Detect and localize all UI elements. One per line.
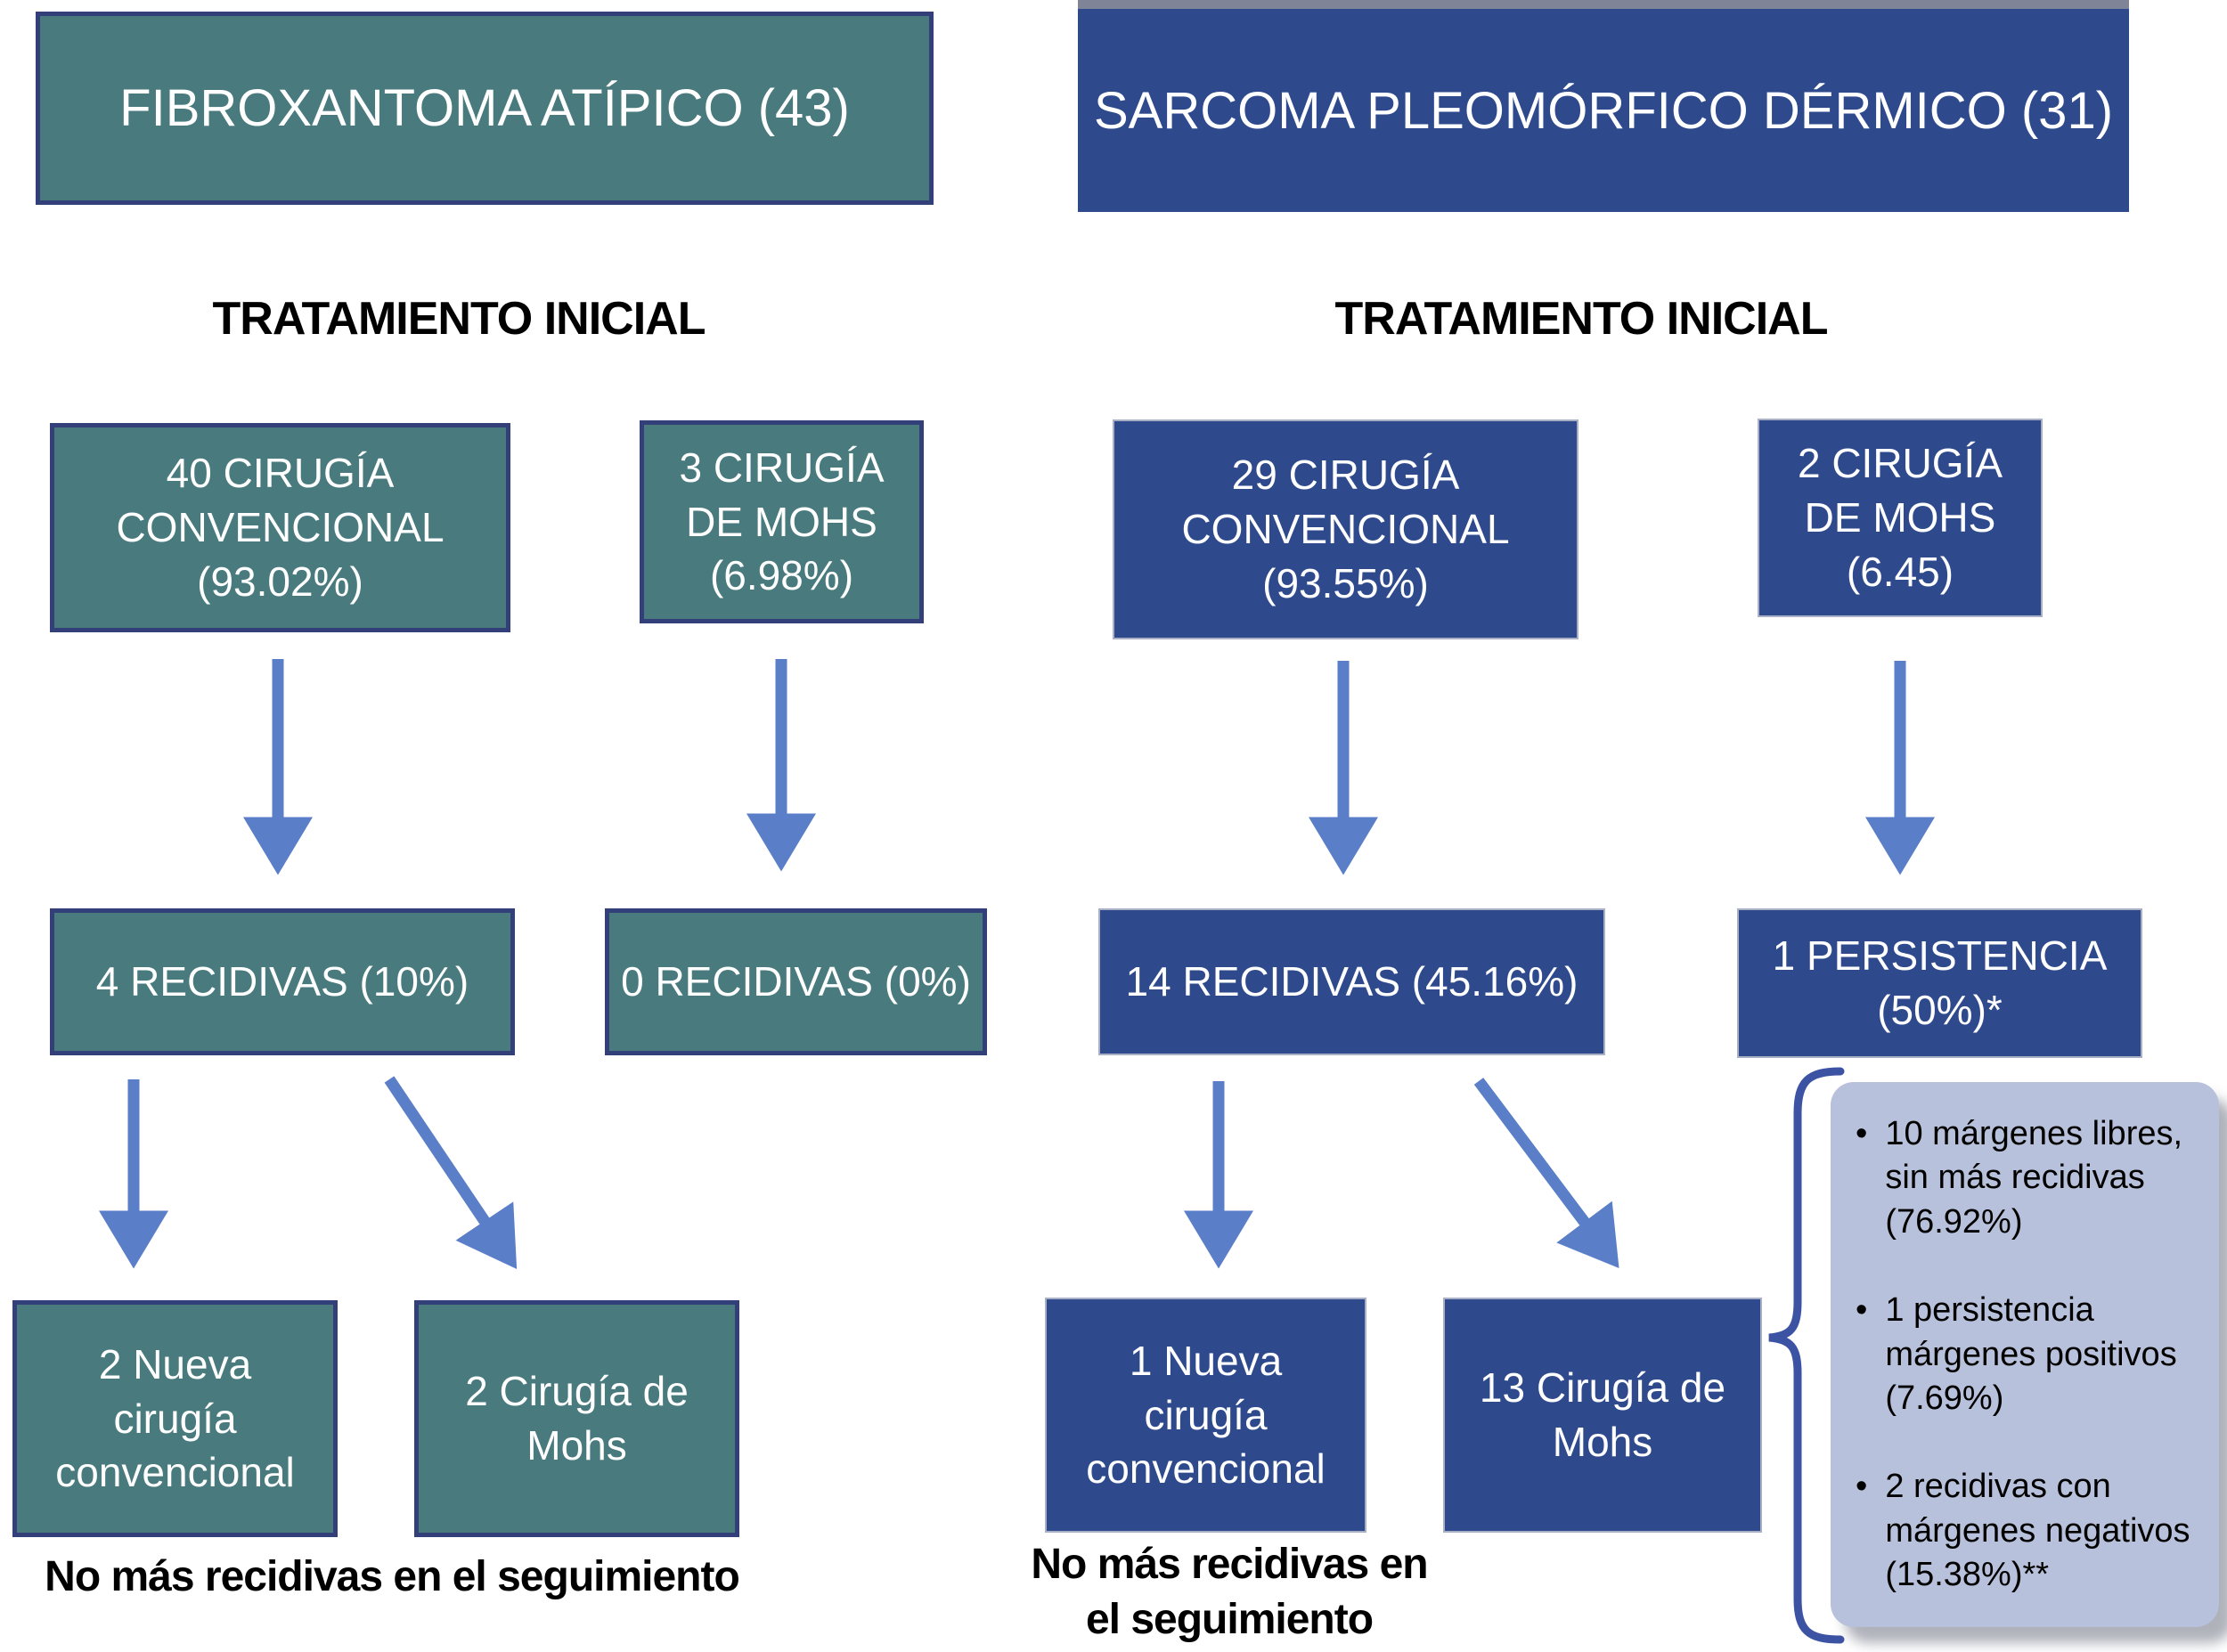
fa-new-conventional-label: 2 Nueva cirugía convencional: [55, 1340, 295, 1496]
spd-mohs-surgery-box: 2 CIRUGÍA DE MOHS (6.45): [1758, 419, 2043, 617]
arrow-fa-recurrence-to-mohs: [384, 1076, 518, 1269]
outcome-bullet-item: • 2 recidivas con márgenes negativos (15…: [1856, 1465, 2205, 1597]
spd-section-heading: TRATAMIENTO INICIAL: [1334, 293, 1829, 345]
spd-recurrence-conventional-box: 14 RECIDIVAS (45.16%): [1098, 908, 1605, 1055]
outcome-free-margins: 10 márgenes libres, sin más recidivas (7…: [1885, 1115, 2183, 1241]
spd-recurrence-conventional-label: 14 RECIDIVAS (45.16%): [1125, 958, 1578, 1005]
spd-new-mohs-box: 13 Cirugía de Mohs: [1443, 1298, 1762, 1533]
fa-new-mohs-box: 2 Cirugía de Mohs: [414, 1300, 739, 1537]
fa-recurrence-conventional-label: 4 RECIDIVAS (10%): [95, 958, 469, 1005]
spd-new-conventional-label: 1 Nueva cirugía convencional: [1086, 1337, 1326, 1493]
fa-new-conventional-box: 2 Nueva cirugía convencional: [12, 1300, 338, 1537]
fa-conventional-surgery-label: 40 CIRUGÍA CONVENCIONAL (93.02%): [116, 450, 445, 605]
spd-conventional-surgery-box: 29 CIRUGÍA CONVENCIONAL (93.55%): [1113, 419, 1578, 639]
outcome-brace: [1768, 1067, 1845, 1644]
bullet-icon: •: [1856, 1115, 1868, 1152]
spd-followup-caption: No más recidivas en el seguimiento: [1031, 1541, 1428, 1644]
outcome-bullet-item: • 1 persistencia márgenes positivos (7.6…: [1856, 1289, 2205, 1420]
fa-mohs-surgery-label: 3 CIRUGÍA DE MOHS (6.98%): [679, 444, 885, 599]
fa-conventional-surgery-box: 40 CIRUGÍA CONVENCIONAL (93.02%): [50, 423, 510, 632]
fa-followup-caption: No más recidivas en el seguimiento: [45, 1553, 740, 1600]
spd-title: SARCOMA PLEOMÓRFICO DÉRMICO (31): [1093, 81, 2114, 140]
bullet-icon: •: [1856, 1468, 1868, 1506]
fa-new-mohs-label: 2 Cirugía de Mohs: [465, 1368, 689, 1469]
fa-recurrence-conventional-box: 4 RECIDIVAS (10%): [50, 908, 515, 1055]
fa-mohs-surgery-box: 3 CIRUGÍA DE MOHS (6.98%): [640, 420, 924, 623]
spd-conventional-surgery-label: 29 CIRUGÍA CONVENCIONAL (93.55%): [1181, 452, 1510, 606]
outcome-bullet-list: • 10 márgenes libres, sin más recidivas …: [1856, 1112, 2205, 1598]
fa-recurrence-mohs-box: 0 RECIDIVAS (0%): [605, 908, 987, 1055]
fa-recurrence-mohs-label: 0 RECIDIVAS (0%): [621, 958, 971, 1005]
spd-persistence-box: 1 PERSISTENCIA (50%)*: [1737, 908, 2142, 1058]
spd-persistence-label: 1 PERSISTENCIA (50%)*: [1772, 932, 2108, 1033]
spd-new-conventional-box: 1 Nueva cirugía convencional: [1045, 1298, 1366, 1533]
fa-section-heading: TRATAMIENTO INICIAL: [212, 293, 706, 345]
bullet-icon: •: [1856, 1291, 1868, 1330]
outcome-recurrence-negative: 2 recidivas con márgenes negativos (15.3…: [1885, 1468, 2190, 1594]
margins-outcome-panel: • 10 márgenes libres, sin más recidivas …: [1831, 1082, 2219, 1627]
cropped-edge-strip: [1078, 0, 2129, 9]
fa-title: FIBROXANTOMA ATÍPICO (43): [119, 79, 850, 137]
spd-new-mohs-label: 13 Cirugía de Mohs: [1479, 1364, 1726, 1465]
outcome-persistence: 1 persistencia márgenes positivos (7.69%…: [1885, 1291, 2177, 1417]
arrow-spd-recurrence-to-mohs: [1473, 1078, 1619, 1268]
spd-title-box: SARCOMA PLEOMÓRFICO DÉRMICO (31): [1078, 9, 2129, 212]
spd-mohs-surgery-label: 2 CIRUGÍA DE MOHS (6.45): [1797, 440, 2003, 595]
fa-title-box: FIBROXANTOMA ATÍPICO (43): [36, 12, 934, 205]
outcome-bullet-item: • 10 márgenes libres, sin más recidivas …: [1856, 1112, 2205, 1244]
